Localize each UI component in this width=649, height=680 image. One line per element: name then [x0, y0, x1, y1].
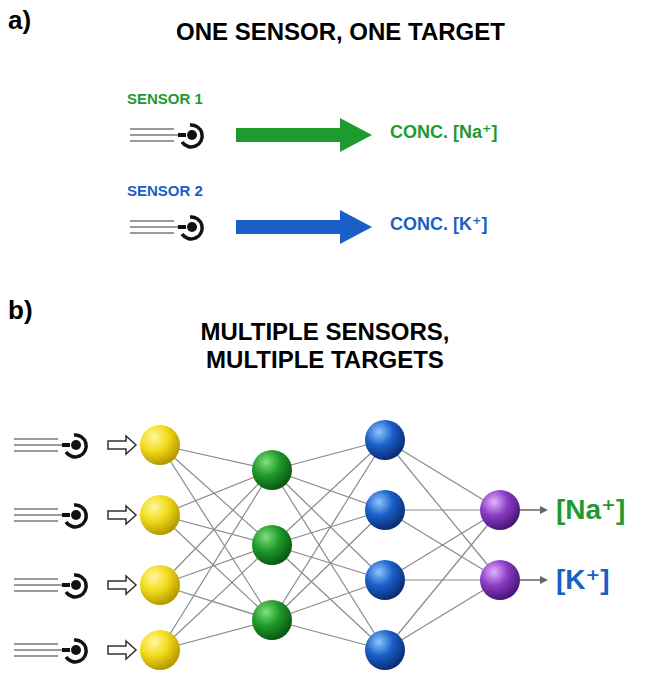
output-line	[520, 579, 540, 581]
input-arrow	[108, 576, 136, 594]
neuron-sphere	[252, 525, 292, 565]
panel-heading: ONE SENSOR, ONE TARGET	[176, 18, 505, 46]
sensor-inputs	[14, 435, 136, 662]
neuron-sphere	[365, 630, 405, 670]
neuron-sphere	[140, 630, 180, 670]
network-links	[160, 440, 500, 650]
neuron-sphere	[480, 560, 520, 600]
link	[160, 545, 272, 650]
output-head	[540, 576, 548, 584]
neuron-sphere	[365, 560, 405, 600]
link	[272, 510, 385, 620]
text-label: SENSOR 1	[127, 90, 203, 107]
panel-letter: a)	[8, 6, 31, 36]
neuron-sphere	[252, 600, 292, 640]
neuron-sphere	[252, 450, 292, 490]
arrow	[236, 118, 372, 152]
output-head	[540, 506, 548, 514]
sensor-icon	[130, 217, 202, 239]
link	[272, 470, 385, 580]
sensor-icon	[14, 435, 86, 457]
output-arrows	[520, 506, 548, 584]
text-label: CONC. [K⁺]	[390, 214, 488, 235]
neuron-sphere	[365, 490, 405, 530]
neuron-sphere	[140, 565, 180, 605]
sensor-icon	[130, 125, 202, 147]
text-label: SENSOR 2	[127, 182, 203, 199]
input-arrow	[108, 641, 136, 659]
panel-heading: MULTIPLE SENSORS, MULTIPLE TARGETS	[165, 318, 485, 373]
text-label: [K⁺]	[556, 564, 610, 596]
panel-letter: b)	[8, 296, 33, 326]
link	[160, 470, 272, 585]
text-label: [Na⁺]	[556, 494, 625, 526]
link	[272, 545, 385, 650]
neuron-sphere	[480, 490, 520, 530]
text-label: CONC. [Na⁺]	[390, 122, 498, 143]
neuron-sphere	[140, 495, 180, 535]
neuron-sphere	[140, 425, 180, 465]
input-arrow	[108, 506, 136, 524]
link	[385, 510, 500, 580]
sensor-icon	[14, 640, 86, 662]
input-arrow	[108, 436, 136, 454]
neurons	[140, 420, 520, 670]
arrow	[236, 210, 372, 244]
link	[385, 580, 500, 650]
output-line	[520, 509, 540, 511]
sensor-icon	[14, 505, 86, 527]
sensor-icon	[14, 575, 86, 597]
neuron-sphere	[365, 420, 405, 460]
link	[385, 510, 500, 580]
link	[385, 440, 500, 510]
